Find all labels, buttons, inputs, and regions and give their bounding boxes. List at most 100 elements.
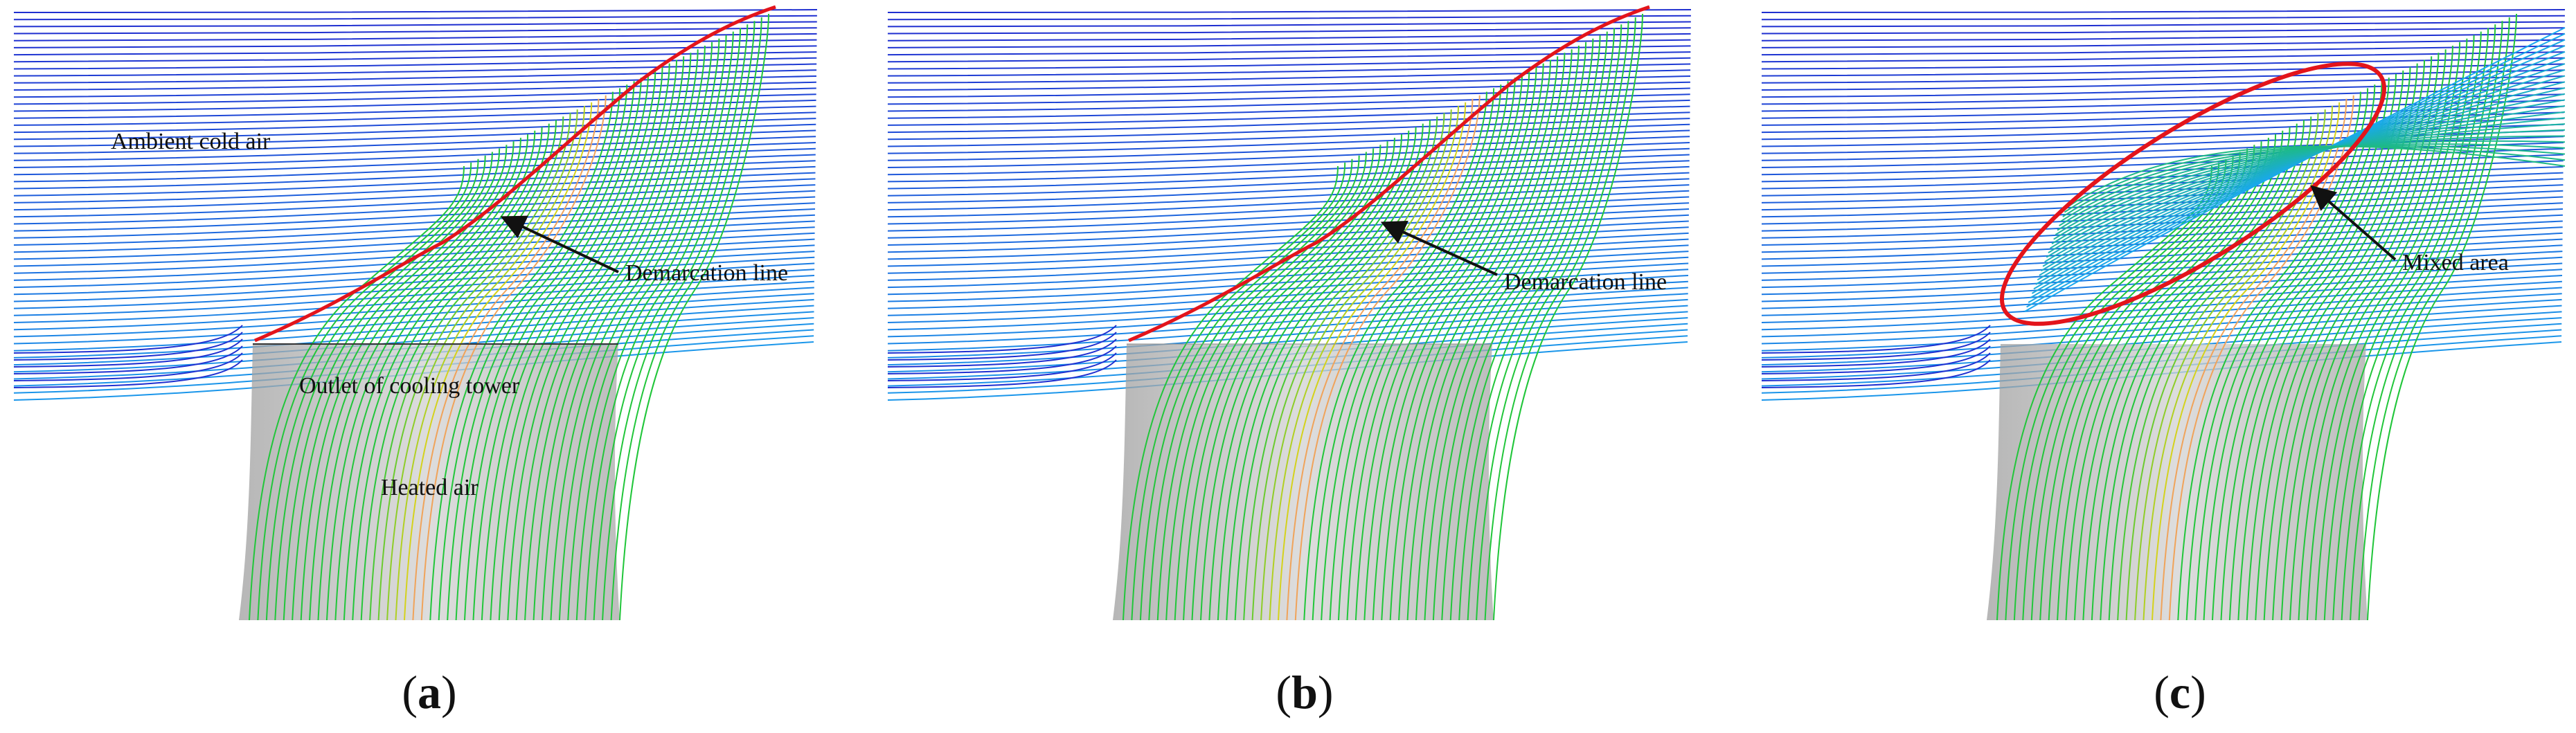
plume-streamline — [1294, 95, 1481, 621]
mixed-streamline — [2030, 45, 2566, 299]
plume-streamline — [309, 141, 515, 621]
ambient-streamline — [13, 269, 815, 316]
ambient-streamline — [887, 39, 1691, 48]
ambient-streamline — [1761, 87, 2564, 105]
ambient-streamline — [1761, 352, 1991, 381]
plume-streamline — [515, 56, 685, 621]
mixed-streamline — [2035, 63, 2566, 285]
ambient-streamline — [1761, 332, 1991, 361]
panel-b-caption: (b) — [1276, 666, 1333, 718]
ambient-streamline — [1761, 338, 1991, 368]
ambient-streamline — [13, 338, 243, 368]
ambient-cold-air-label: Ambient cold air — [111, 129, 271, 154]
plume-streamline — [386, 109, 578, 621]
plume-streamline — [464, 78, 642, 621]
plume-streamline — [2134, 109, 2326, 621]
ambient-streamline — [887, 129, 1690, 154]
ambient-streamline — [13, 220, 815, 260]
plume-streamline — [610, 17, 762, 621]
plume-streamline — [1424, 42, 1587, 621]
ambient-streamline — [887, 87, 1690, 105]
ambient-streamline — [887, 75, 1691, 91]
plume-streamline — [292, 148, 501, 621]
ambient-streamline — [13, 256, 815, 302]
ambient-streamline — [1761, 111, 2564, 134]
mixed-streamline — [2037, 69, 2566, 281]
ambient-streamline — [1761, 147, 2564, 176]
plume-streamline — [249, 165, 465, 621]
plume-streamline — [593, 24, 749, 621]
ambient-streamline — [13, 226, 815, 267]
ambient-streamline — [887, 147, 1690, 176]
demarcation-arrow — [1380, 221, 1498, 276]
plume-streamline — [1312, 88, 1495, 621]
ambient-streamline — [13, 251, 815, 296]
ambient-streamline — [887, 244, 1689, 289]
demarcation-line — [1128, 5, 1650, 343]
ambient-streamline — [13, 45, 817, 56]
ambient-streamline — [1761, 232, 2563, 274]
plume-streamline — [1234, 120, 1431, 621]
ambient-streamline — [1761, 15, 2565, 21]
ambient-streamline — [887, 9, 1692, 13]
plume-streamline — [317, 138, 521, 621]
ambient-streamline — [887, 352, 1117, 381]
plume-streamline — [1484, 17, 1636, 621]
demarcation-arrow — [500, 215, 619, 273]
ambient-streamline — [887, 123, 1690, 147]
plume-streamline — [1372, 63, 1544, 621]
ambient-streamline — [887, 338, 1117, 368]
mixed-area-arrow — [2310, 185, 2397, 261]
ambient-streamline — [13, 154, 816, 183]
mixed-streamline — [2066, 145, 2566, 208]
ambient-streamline — [887, 184, 1690, 218]
heated-air-label: Heated air — [381, 475, 478, 500]
ambient-streamline — [887, 226, 1689, 267]
plume-streamline — [1432, 38, 1594, 621]
plume-streamline — [447, 84, 628, 621]
ambient-streamline — [13, 214, 815, 253]
plume-streamline — [377, 113, 571, 621]
plume-streamline — [2117, 116, 2312, 621]
ambient-streamline — [1761, 298, 2562, 352]
plume-streamline — [2100, 123, 2298, 621]
plume-streamline — [360, 120, 557, 621]
plume-streamline — [524, 53, 692, 621]
ambient-streamline — [1761, 345, 1991, 374]
plume-streamline — [2272, 53, 2440, 621]
plume-streamline — [326, 134, 529, 621]
plume-streamline — [2108, 120, 2305, 621]
plume-streamline — [490, 66, 663, 621]
plume-streamline — [2332, 28, 2489, 621]
plume-streamline — [1415, 45, 1580, 621]
ambient-streamline — [13, 111, 816, 134]
ambient-streamline — [13, 15, 817, 21]
plume-streamline — [1286, 98, 1474, 621]
ambient-streamline — [13, 21, 817, 28]
ambient-streamline — [887, 172, 1690, 203]
ambient-streamline — [887, 332, 1117, 361]
ambient-streamline — [13, 352, 243, 381]
mixed-streamline — [2028, 39, 2566, 303]
plume-streamline — [619, 13, 769, 621]
plume-streamline — [2168, 95, 2354, 621]
ambient-streamline — [1761, 63, 2565, 77]
mixed-area-ellipse — [1999, 62, 2387, 326]
plume-streamline — [1165, 148, 1375, 621]
plume-streamline — [1493, 13, 1643, 621]
ambient-streamline — [13, 305, 814, 359]
ambient-streamline — [1761, 359, 1991, 388]
plume-streamline — [2074, 134, 2277, 621]
plume-streamline — [1398, 53, 1566, 621]
ambient-streamline — [13, 33, 817, 42]
demarcation-line — [254, 5, 776, 343]
ambient-streamline — [13, 142, 816, 168]
plume-streamline — [404, 102, 593, 621]
plume-streamline — [1251, 113, 1445, 621]
ambient-streamline — [887, 118, 1690, 141]
plume-streamline — [1174, 145, 1381, 621]
ambient-streamline — [1761, 69, 2565, 84]
mixed-streamline — [2057, 135, 2566, 231]
ambient-streamline — [13, 325, 243, 354]
plume-streamline — [2091, 127, 2291, 621]
